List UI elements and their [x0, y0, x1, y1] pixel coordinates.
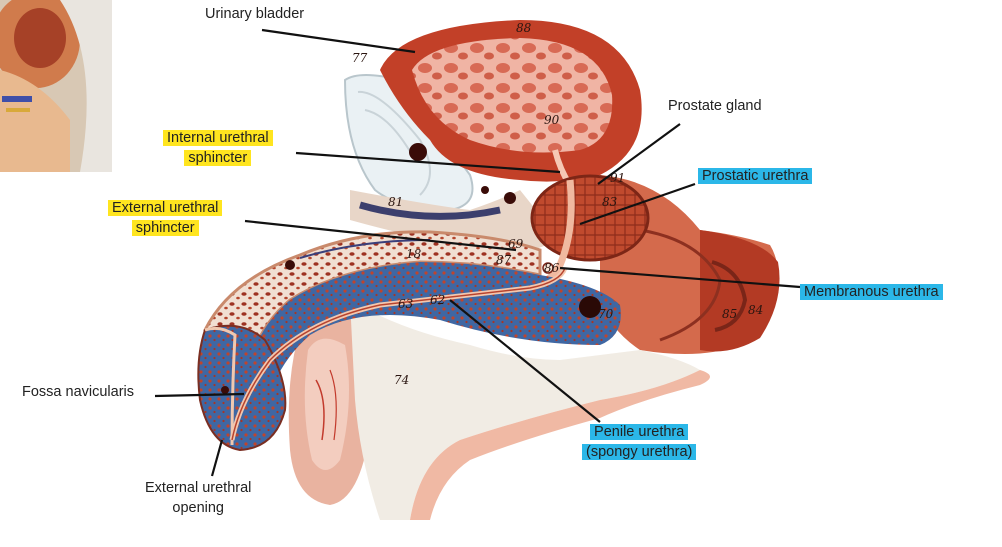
leader-urinary-bladder [261, 28, 416, 54]
label-line: Prostatic urethra [698, 168, 813, 184]
bulbourethral-gland [542, 262, 554, 274]
label-line: sphincter [184, 150, 252, 166]
model-number: 91 [610, 171, 625, 185]
model-number: 85 [722, 307, 737, 321]
model-number: 83 [602, 195, 618, 209]
vessel-hole [504, 192, 516, 204]
model-number: 18 [406, 247, 422, 261]
model-number: 88 [516, 21, 532, 35]
model-numbers: 77 88 90 91 81 83 69 86 18 87 63 62 70 7… [352, 21, 763, 387]
leader-lines [154, 28, 801, 477]
model-number: 63 [398, 297, 414, 311]
model-number: 62 [430, 293, 445, 307]
vessel-hole [481, 186, 489, 194]
vessel-hole [409, 143, 427, 161]
vessel-hole [285, 260, 295, 270]
leader-membranous-urethra [559, 266, 801, 289]
label-external-urethral-sphincter: External urethral sphincter [108, 198, 223, 238]
leader-external-opening [210, 439, 224, 477]
leader-external-sphincter [244, 219, 517, 252]
model-number: 74 [394, 373, 409, 387]
base-skin [410, 370, 710, 520]
label-urinary-bladder: Urinary bladder [205, 6, 305, 22]
leader-penile-urethra [449, 299, 601, 423]
label-line: opening [172, 500, 224, 516]
label-line: External urethral [108, 200, 223, 216]
vessel-hole [579, 296, 601, 318]
model-number: 86 [544, 261, 560, 275]
label-fossa-navicularis: Fossa navicularis [22, 384, 135, 400]
label-line: Membranous urethra [800, 284, 943, 300]
dorsal-vessel [359, 201, 501, 220]
label-line: External urethral [145, 480, 252, 496]
leader-fossa-navicularis [154, 392, 245, 398]
perineal-tissue [350, 190, 560, 255]
leader-internal-sphincter [295, 151, 561, 174]
leader-prostatic-urethra [579, 182, 696, 226]
thumbnail-inset [0, 0, 112, 172]
model-number: 77 [352, 51, 368, 65]
label-external-urethral-opening: External urethral opening [145, 478, 251, 518]
thigh-base [350, 300, 700, 520]
label-line: sphincter [131, 220, 199, 236]
model-number: 81 [388, 195, 403, 209]
model-number: 69 [508, 237, 524, 251]
urinary-bladder [380, 20, 642, 187]
prostate-gland-shape [530, 174, 650, 262]
scrotum [288, 312, 374, 505]
model-number: 84 [748, 303, 763, 317]
model-number: 70 [598, 307, 614, 321]
label-internal-urethral-sphincter: Internal urethral sphincter [163, 128, 273, 168]
label-membranous-urethra: Membranous urethra [800, 282, 943, 302]
label-line: Internal urethral [163, 130, 273, 146]
label-penile-urethra: Penile urethra (spongy urethra) [582, 422, 697, 462]
label-line: Penile urethra [590, 424, 689, 440]
label-prostatic-urethra: Prostatic urethra [698, 166, 813, 186]
model-number: 87 [496, 253, 512, 267]
label-line: (spongy urethra) [582, 444, 697, 460]
label-prostate-gland: Prostate gland [668, 98, 762, 114]
vessel-hole [221, 386, 229, 394]
leader-prostate-gland [597, 123, 681, 185]
model-number: 90 [544, 113, 560, 127]
